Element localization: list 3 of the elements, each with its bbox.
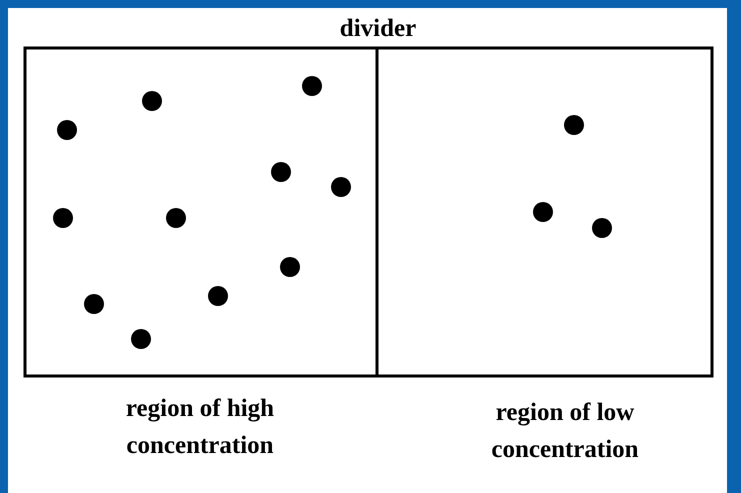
region-label: region of high concentration [124, 394, 276, 461]
region-label: region of low concentration [490, 398, 640, 465]
divider-label: divider [338, 14, 418, 44]
